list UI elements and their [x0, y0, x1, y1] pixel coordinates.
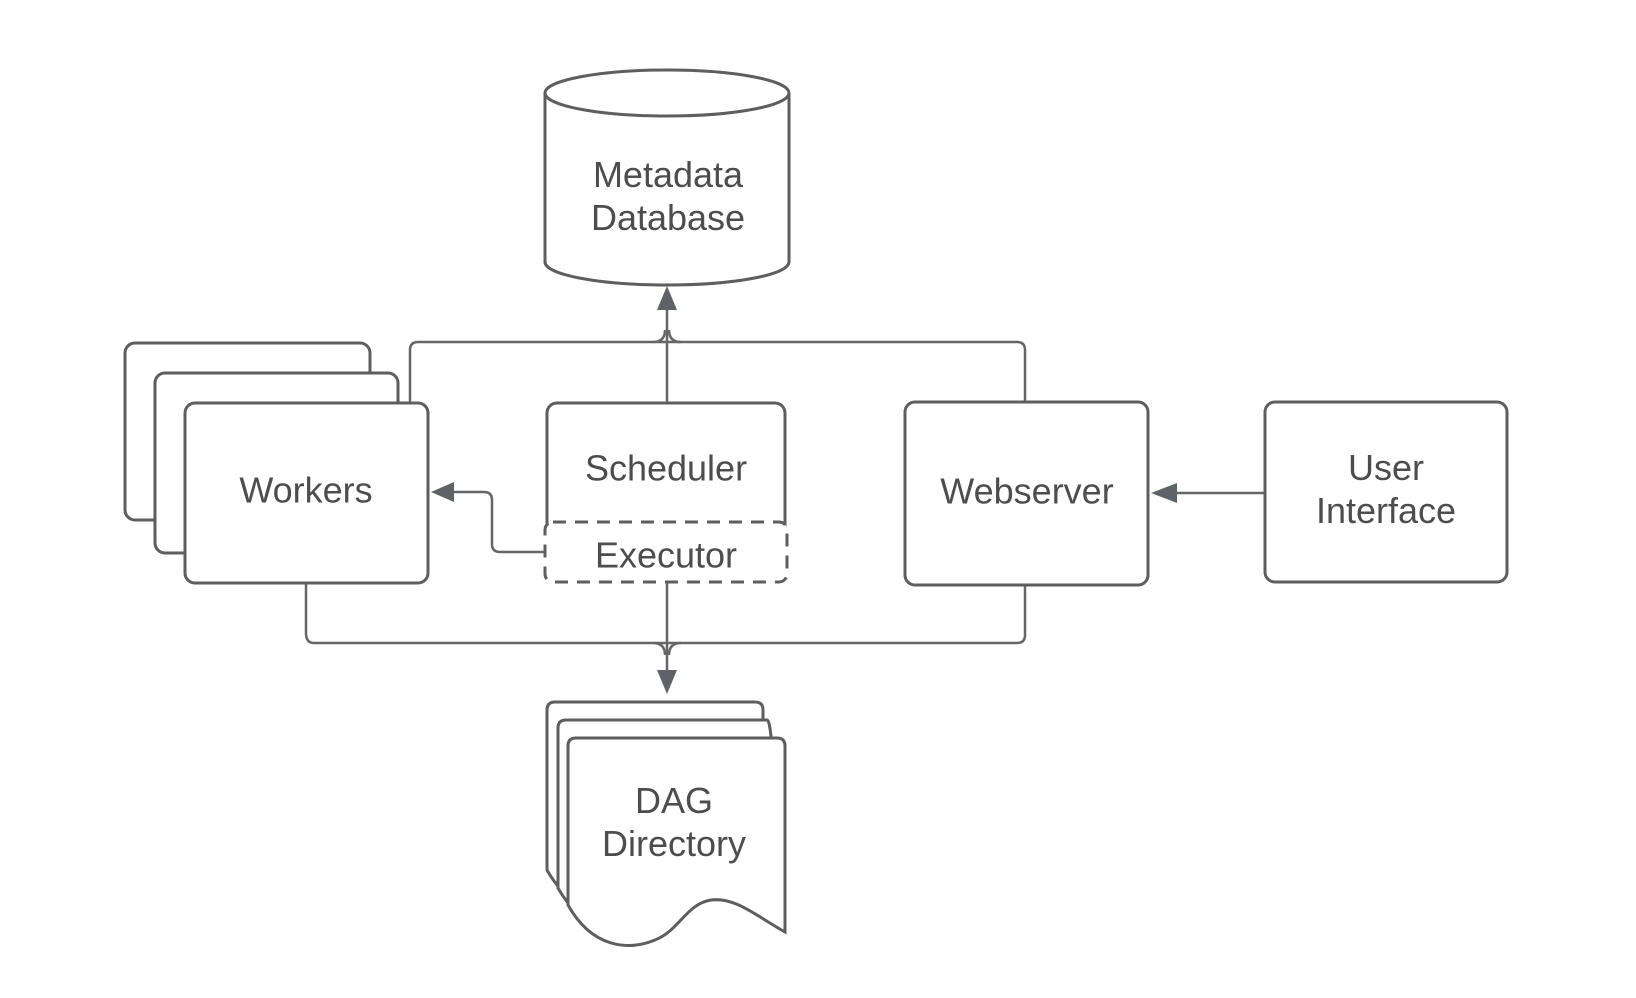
- user-interface-shape: [1263, 400, 1509, 584]
- user-interface-label-line2: Interface: [1315, 490, 1457, 531]
- user-interface-label: User Interface: [1316, 446, 1456, 532]
- edge-executor-to-workers: [452, 490, 545, 554]
- arrowhead-to-dag: [657, 670, 677, 694]
- metadata-database-label-line2: Database: [590, 197, 746, 238]
- executor-label: Executor: [594, 534, 738, 576]
- dag-directory-stack-shape: [545, 700, 787, 947]
- edge-workers-webserver-to-database: [408, 340, 1027, 403]
- dag-directory-label-line1: DAG: [634, 780, 713, 821]
- metadata-database-shape: [543, 68, 791, 287]
- metadata-database-label-line1: Metadata: [592, 154, 744, 195]
- user-interface-label-line1: User: [1347, 447, 1424, 488]
- arrowhead-to-workers: [431, 482, 454, 502]
- dag-directory-label: DAG Directory: [602, 779, 746, 865]
- arrowhead-to-database: [657, 286, 677, 310]
- executor-shape: [543, 520, 789, 584]
- arrowhead-to-webserver: [1151, 483, 1177, 503]
- workers-card-front: [183, 401, 430, 585]
- metadata-database-label: Metadata Database: [591, 153, 745, 239]
- workers-stack-shape: [123, 341, 430, 585]
- dag-directory-label-line2: Directory: [601, 823, 747, 864]
- scheduler-label: Scheduler: [584, 447, 748, 489]
- dag-doc-front: [566, 736, 787, 947]
- webserver-label: Webserver: [940, 470, 1114, 512]
- edge-junction-bottom: [652, 641, 682, 656]
- webserver-shape: [903, 400, 1150, 587]
- workers-label: Workers: [239, 469, 373, 511]
- edge-workers-webserver-to-dag: [304, 583, 1027, 645]
- edge-junction-top: [652, 329, 682, 344]
